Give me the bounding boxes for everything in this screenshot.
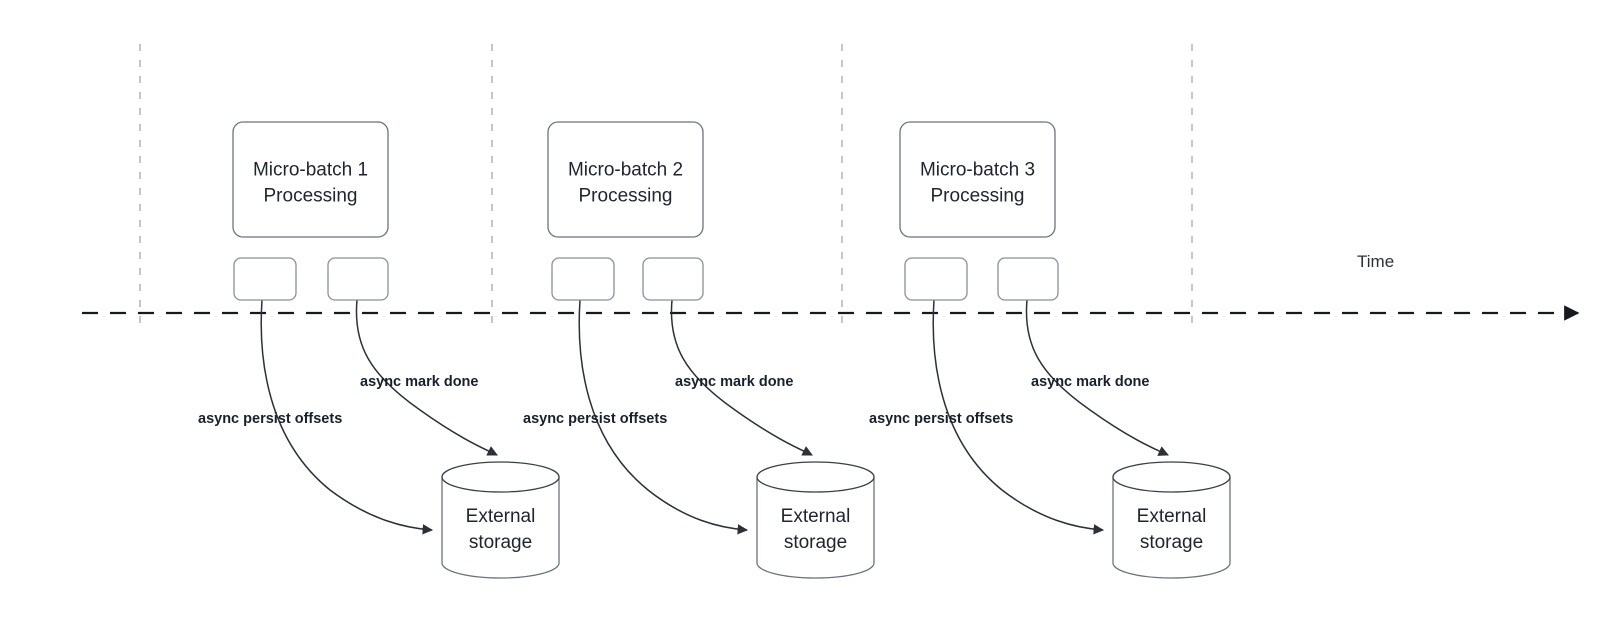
process-box-3-line2: Processing [931, 186, 1025, 207]
cylinder-body-1 [441, 477, 560, 579]
edge-label-mark-done-3: async mark done [1031, 374, 1149, 390]
external-storage-cylinder-1[interactable]: External storage [441, 461, 560, 579]
cylinder-top-2 [756, 461, 875, 493]
edge-label-mark-done-2: async mark done [675, 374, 793, 390]
cylinder-top-3 [1112, 461, 1231, 493]
storage-label-2-line2: storage [784, 532, 847, 553]
flow-mark-done-1 [355, 299, 498, 456]
cylinder-body-2 [756, 477, 875, 579]
edge-label-persist-offsets-1: async persist offsets [198, 411, 342, 427]
edge-label-persist-offsets-3: async persist offsets [869, 411, 1013, 427]
micro-batch-group-1: Micro-batch 1 Processing async persist o… [198, 121, 560, 579]
storage-label-2-line1: External [781, 506, 851, 527]
process-box-1[interactable] [232, 121, 389, 238]
external-storage-cylinder-3[interactable]: External storage [1112, 461, 1231, 579]
mini-task-mark-2[interactable] [642, 257, 704, 301]
process-box-3-line1: Micro-batch 3 [920, 160, 1035, 181]
storage-label-1-line2: storage [469, 532, 532, 553]
time-axis: Time [82, 252, 1580, 321]
time-axis-label: Time [1357, 252, 1394, 271]
flow-mark-done-3 [1025, 299, 1169, 456]
flow-mark-done-2 [670, 299, 813, 456]
flow-persist-offsets-3 [932, 299, 1105, 535]
mini-task-persist-2[interactable] [551, 257, 615, 301]
process-box-2-line2: Processing [579, 186, 673, 207]
process-box-1-line2: Processing [264, 186, 358, 207]
edge-label-persist-offsets-2: async persist offsets [523, 411, 667, 427]
edge-label-mark-done-1: async mark done [360, 374, 478, 390]
external-storage-cylinder-2[interactable]: External storage [756, 461, 875, 579]
process-box-1-line1: Micro-batch 1 [253, 160, 368, 181]
micro-batch-group-3: Micro-batch 3 Processing async persist o… [869, 121, 1231, 579]
storage-label-3-line1: External [1137, 506, 1207, 527]
mini-task-mark-1[interactable] [327, 257, 389, 301]
storage-label-1-line1: External [466, 506, 536, 527]
flow-persist-offsets-1 [260, 299, 434, 535]
cylinder-top-1 [441, 461, 560, 493]
flow-arrows [260, 299, 1169, 535]
mini-task-mark-3[interactable] [997, 257, 1059, 301]
mini-task-persist-1[interactable] [233, 257, 297, 301]
process-box-2-line1: Micro-batch 2 [568, 160, 683, 181]
flow-persist-offsets-2 [578, 299, 749, 535]
process-box-3[interactable] [899, 121, 1056, 238]
cylinder-body-3 [1112, 477, 1231, 579]
mini-task-persist-3[interactable] [904, 257, 968, 301]
storage-label-3-line2: storage [1140, 532, 1203, 553]
micro-batch-group-2: Micro-batch 2 Processing async persist o… [523, 121, 875, 579]
batch-boundaries [139, 44, 1193, 332]
process-box-2[interactable] [547, 121, 704, 238]
